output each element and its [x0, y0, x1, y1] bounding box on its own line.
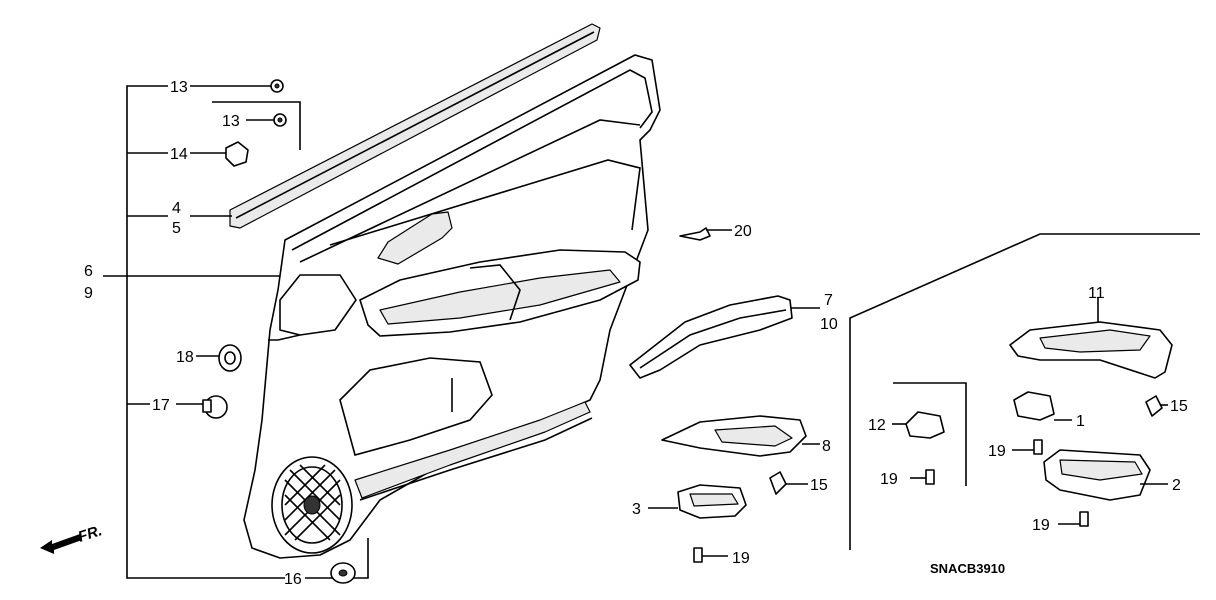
- callout-19-a: 19: [732, 550, 750, 567]
- callout-16: 16: [284, 571, 302, 588]
- switch-1: [1013, 391, 1055, 421]
- master-switch-2: [1043, 449, 1151, 501]
- callout-8: 8: [822, 438, 831, 455]
- callout-10: 10: [820, 316, 838, 333]
- callout-5: 5: [172, 220, 181, 237]
- switch-panel: [661, 415, 807, 457]
- switch-panel-11: [1009, 321, 1173, 379]
- switch-12: [905, 411, 945, 439]
- clip-17: [202, 395, 228, 419]
- weatherstrip: [229, 23, 601, 229]
- callout-13a: 13: [170, 79, 188, 96]
- clip-13b: [273, 113, 287, 127]
- screw-19-d: [1079, 511, 1089, 527]
- callout-3: 3: [632, 501, 641, 518]
- front-direction-arrow: FR.: [40, 522, 104, 554]
- clip-15-right: [1145, 395, 1163, 417]
- front-direction-label: FR.: [76, 522, 104, 546]
- callout-1: 1: [1076, 413, 1085, 430]
- clip-13a: [270, 79, 284, 93]
- callout-20: 20: [734, 223, 752, 240]
- screw-19-a: [693, 547, 703, 563]
- callout-9: 9: [84, 285, 93, 302]
- clip-18: [218, 344, 242, 372]
- clip-16: [330, 562, 356, 584]
- callout-15-right: 15: [1170, 398, 1188, 415]
- callout-12: 12: [868, 417, 886, 434]
- callout-4: 4: [172, 200, 181, 217]
- callout-6: 6: [84, 263, 93, 280]
- screw-20: [679, 227, 711, 241]
- callout-15-mid: 15: [810, 477, 828, 494]
- bracket-lines: [103, 85, 1200, 579]
- door-lining-panel: [243, 54, 661, 559]
- callout-17: 17: [152, 397, 170, 414]
- callout-2: 2: [1172, 477, 1181, 494]
- armrest-cover: [629, 295, 793, 379]
- screw-19-c: [1033, 439, 1043, 455]
- part-leaders: [176, 85, 1168, 557]
- callout-19-b: 19: [880, 471, 898, 488]
- callout-13b: 13: [222, 113, 240, 130]
- callout-19-c: 19: [988, 443, 1006, 460]
- power-window-switch-3: [677, 484, 747, 519]
- screw-19-b: [925, 469, 935, 485]
- callout-7: 7: [824, 292, 833, 309]
- callout-19-d: 19: [1032, 517, 1050, 534]
- callout-11: 11: [1088, 285, 1105, 302]
- clip-14: [225, 141, 249, 167]
- diagram-code: SNACB3910: [930, 561, 1005, 576]
- clip-15-mid: [769, 471, 787, 495]
- callout-14: 14: [170, 146, 188, 163]
- callout-18: 18: [176, 349, 194, 366]
